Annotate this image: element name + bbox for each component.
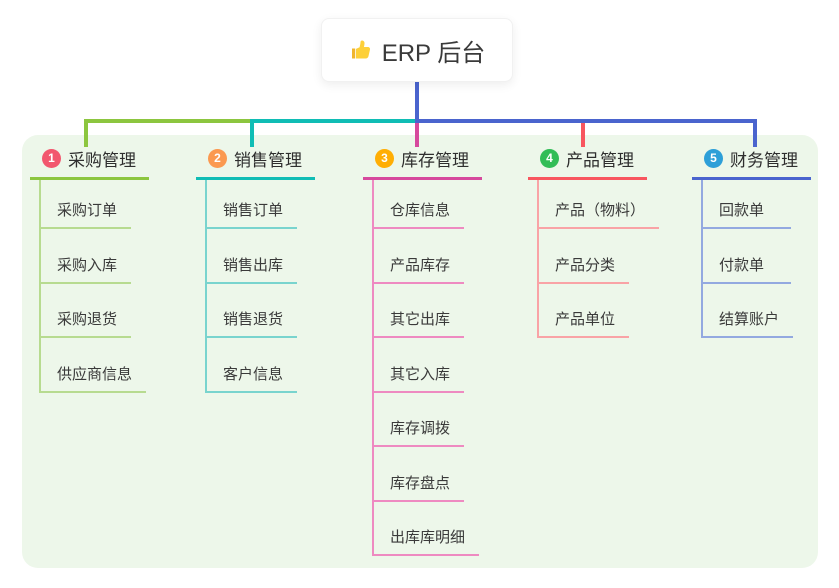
branch-header[interactable]: 5 财务管理 [692,146,811,180]
branch-title: 产品管理 [566,150,634,170]
connector-root-line [415,82,419,123]
mindmap-item[interactable]: 其它入库 [374,338,465,393]
item-label: 销售退货 [223,311,284,328]
mindmap-item[interactable]: 销售退货 [207,284,298,338]
mindmap-item[interactable]: 出库库明细 [374,502,480,556]
connector-bus-sales [252,119,417,123]
connector-bus-right [415,119,757,123]
item-label: 其它出库 [390,311,451,328]
branch-header[interactable]: 3 库存管理 [363,146,482,180]
mindmap-item[interactable]: 回款单 [703,180,791,229]
branch-items: 销售订单销售出库销售退货客户信息 [205,180,315,393]
root-node[interactable]: ERP 后台 [321,18,513,82]
mindmap-item[interactable]: 供应商信息 [41,338,147,393]
item-label: 采购订单 [57,202,118,219]
branch-number-badge: 4 [540,148,559,168]
item-label: 采购退货 [57,311,118,328]
branch-items: 产品（物料） 产品分类产品单位 [537,180,660,338]
branch-purchase: 1 采购管理 采购订单采购入库采购退货供应商信息 [30,146,149,393]
content-panel [22,135,818,568]
item-label: 库存盘点 [390,474,451,492]
mindmap-item[interactable]: 产品分类 [539,229,630,284]
mindmap-item[interactable]: 付款单 [703,229,791,284]
item-label: 产品库存 [390,256,451,274]
branch-title: 财务管理 [730,150,798,170]
root-label: ERP 后台 [381,39,486,67]
mindmap-item[interactable]: 采购入库 [41,229,132,284]
branch-items: 回款单付款单结算账户 [701,180,811,338]
item-label: 供应商信息 [57,365,133,383]
connector-drop-sales [250,119,254,147]
item-label: 付款单 [719,256,765,274]
item-label: 客户信息 [223,365,284,383]
mindmap-item[interactable]: 产品库存 [374,229,465,284]
connector-drop-inventory [415,123,419,147]
mindmap-item[interactable]: 采购退货 [41,284,132,338]
item-label: 产品（物料） [555,202,646,219]
branch-product: 4 产品管理 产品（物料） 产品分类产品单位 [528,146,660,338]
connector-drop-finance [753,119,757,147]
item-label: 产品单位 [555,311,616,328]
branch-title: 采购管理 [68,150,136,170]
branch-number-badge: 5 [704,148,723,168]
branch-title: 库存管理 [401,150,469,170]
item-label: 采购入库 [57,256,118,274]
item-label: 库存调拨 [390,420,451,437]
item-label: 销售出库 [223,256,284,274]
thumbs-up-icon [349,38,373,62]
connector-drop-purchase [84,119,88,147]
item-label: 出库库明细 [390,529,466,546]
item-label: 结算账户 [719,311,780,328]
connector-drop-product [581,123,585,147]
branch-items: 仓库信息产品库存其它出库其它入库库存调拨库存盘点出库库明细 [372,180,482,556]
branch-header[interactable]: 2 销售管理 [196,146,315,180]
item-label: 产品分类 [555,256,616,274]
mindmap-item[interactable]: 库存盘点 [374,447,465,502]
item-label: 回款单 [719,202,765,219]
branch-number-badge: 2 [208,148,227,168]
mindmap-item[interactable]: 采购订单 [41,180,132,229]
mindmap-item[interactable]: 销售订单 [207,180,298,229]
branch-title: 销售管理 [234,150,302,170]
branch-sales: 2 销售管理 销售订单销售出库销售退货客户信息 [196,146,315,393]
mindmap-item[interactable]: 客户信息 [207,338,298,393]
branch-header[interactable]: 1 采购管理 [30,146,149,180]
branch-inventory: 3 库存管理 仓库信息产品库存其它出库其它入库库存调拨库存盘点出库库明细 [363,146,482,556]
item-label: 仓库信息 [390,202,451,219]
connector-bus-purchase [84,119,254,123]
mindmap-item[interactable]: 库存调拨 [374,393,465,447]
mindmap-item[interactable]: 仓库信息 [374,180,465,229]
branch-finance: 5 财务管理 回款单付款单结算账户 [692,146,811,338]
branch-number-badge: 1 [42,148,61,168]
branch-header[interactable]: 4 产品管理 [528,146,647,180]
mindmap-item[interactable]: 其它出库 [374,284,465,338]
branch-number-badge: 3 [375,148,394,168]
item-label: 其它入库 [390,365,451,383]
mindmap-item[interactable]: 销售出库 [207,229,298,284]
mindmap-item[interactable]: 产品（物料） [539,180,660,229]
item-label: 销售订单 [223,202,284,219]
branch-items: 采购订单采购入库采购退货供应商信息 [39,180,149,393]
mindmap-item[interactable]: 产品单位 [539,284,630,338]
mindmap-item[interactable]: 结算账户 [703,284,794,338]
